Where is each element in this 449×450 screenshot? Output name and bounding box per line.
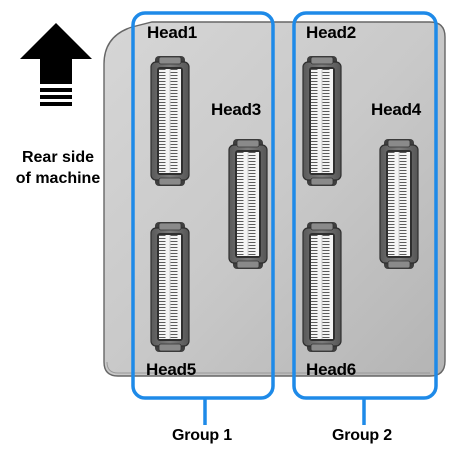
- head6-label: Head6: [306, 360, 357, 379]
- head1-label: Head1: [147, 23, 198, 42]
- head6-unit: [302, 221, 342, 353]
- head5-label: Head5: [146, 360, 197, 379]
- group1-frame: [131, 11, 275, 400]
- head2-label: Head2: [306, 23, 357, 42]
- rear-side-line1: Rear side: [21, 149, 95, 166]
- rear-side-line2: of machine: [15, 170, 101, 187]
- head4-label: Head4: [371, 100, 422, 119]
- head3-label: Head3: [211, 100, 262, 119]
- head5-unit: [150, 221, 190, 353]
- arrow-up-icon: [20, 23, 92, 106]
- head4-unit: [379, 138, 419, 270]
- head1-unit: [150, 55, 190, 187]
- head2-unit: [302, 55, 342, 187]
- group1-label: Group 1: [172, 427, 232, 444]
- group2-label: Group 2: [332, 427, 392, 444]
- rear-side-label: Rear side of machine: [8, 147, 108, 189]
- head3-unit: [228, 138, 268, 270]
